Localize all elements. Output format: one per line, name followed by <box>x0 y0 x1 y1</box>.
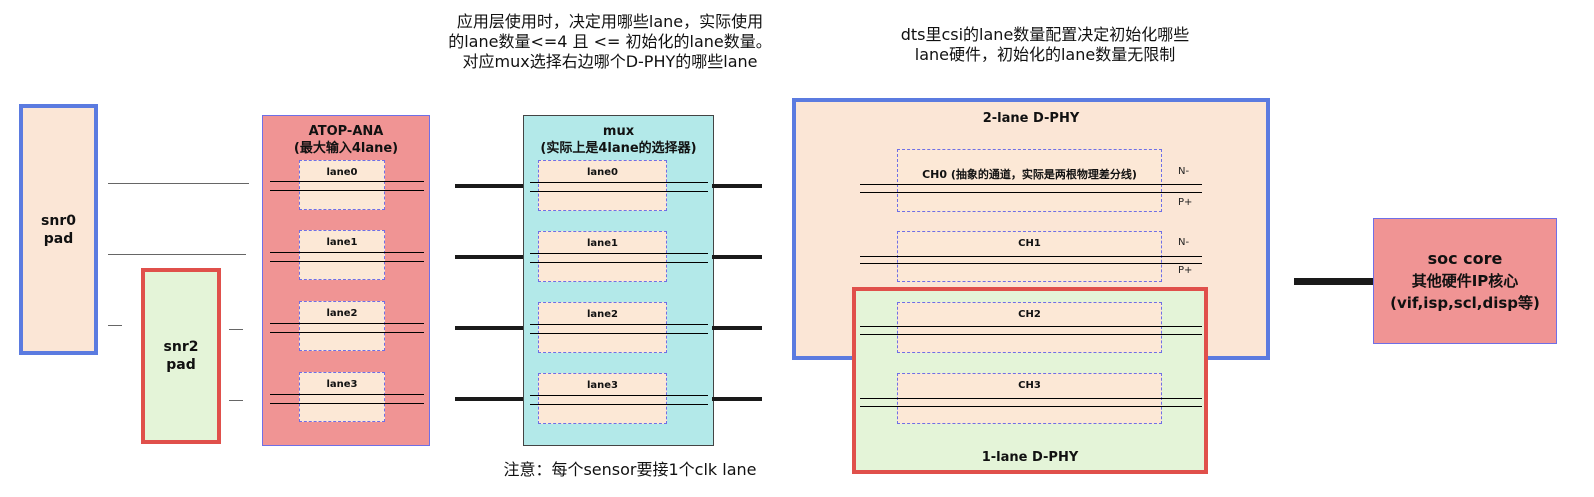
soc-ip-list: (vif,isp,scl,disp等) <box>1390 294 1540 312</box>
soc-title: soc core <box>1427 249 1503 268</box>
mux-wire <box>530 182 708 183</box>
mux-wire <box>530 253 708 254</box>
pin-n-label: N- <box>1178 166 1190 177</box>
dphy-wire <box>860 192 1202 193</box>
mux-subtitle: (实际上是4lane的选择器) <box>540 141 697 156</box>
mux-wire <box>530 262 708 263</box>
atop-lane0: lane0 <box>299 160 385 210</box>
ch3-label: CH3 <box>1018 380 1041 391</box>
bottom-annotation: 注意：每个sensor要接1个clk lane <box>503 460 757 479</box>
snr2-label: snr2 <box>163 339 199 355</box>
dphy-wire <box>860 256 1202 257</box>
atop-mux-link <box>455 255 525 259</box>
dphy-wire <box>860 406 1202 407</box>
connector-line <box>229 329 243 330</box>
snr2-pad: snr2 pad <box>141 268 221 444</box>
connector-line <box>108 254 246 255</box>
atop-wire <box>270 403 424 404</box>
mux-wire <box>530 404 708 405</box>
atop-title: ATOP-ANA <box>308 124 384 139</box>
atop-wire <box>270 323 424 324</box>
snr0-label: snr0 <box>41 212 76 229</box>
annotation-line: 对应mux选择右边哪个D-PHY的哪些lane <box>462 52 758 71</box>
atop-mux-link <box>455 397 525 401</box>
lane-label: lane3 <box>326 379 358 390</box>
atop-wire <box>270 252 424 253</box>
atop-wire <box>270 394 424 395</box>
lane-label: lane1 <box>586 238 619 249</box>
atop-lane1: lane1 <box>299 230 385 280</box>
atop-wire <box>270 332 424 333</box>
dphy-ch2: CH2 <box>897 302 1162 353</box>
atop-wire <box>270 190 424 191</box>
soc-core-block: soc core 其他硬件IP核心 (vif,isp,scl,disp等) <box>1373 218 1557 344</box>
lane-label: lane0 <box>586 167 619 178</box>
atop-subtitle: (最大输入4lane) <box>293 141 399 156</box>
lane-label: lane0 <box>326 167 358 178</box>
connector-line <box>229 400 243 401</box>
dphy-wire <box>860 263 1202 264</box>
lane-label: lane3 <box>586 380 619 391</box>
mux-wire <box>530 324 708 325</box>
atop-lane3: lane3 <box>299 372 385 422</box>
annotation-line: 的lane数量<=4 且 <= 初始化的lane数量。 <box>448 32 772 51</box>
ch1-label: CH1 <box>1018 238 1041 249</box>
atop-wire <box>270 261 424 262</box>
soc-subtitle: 其他硬件IP核心 <box>1411 272 1519 290</box>
mux-dphy-link <box>712 255 762 259</box>
atop-mux-link <box>455 326 525 330</box>
mux-dphy-link <box>712 326 762 330</box>
ch0-label: CH0 (抽象的通道，实际是两根物理差分线) <box>922 168 1137 181</box>
annotation-line: 应用层使用时，决定用哪些lane，实际使用 <box>456 12 764 31</box>
mux-lane1: lane1 <box>538 231 667 282</box>
dphy-wire <box>860 184 1202 185</box>
mux-lane3: lane3 <box>538 373 667 424</box>
top-center-annotation: 应用层使用时，决定用哪些lane，实际使用 的lane数量<=4 且 <= 初始… <box>400 12 820 72</box>
annotation-line: dts里csi的lane数量配置决定初始化哪些 <box>900 25 1190 44</box>
mux-dphy-link <box>712 397 762 401</box>
mux-wire <box>530 333 708 334</box>
annotation-line: lane硬件，初始化的lane数量无限制 <box>914 45 1176 64</box>
dphy-1lane-title: 1-lane D-PHY <box>981 450 1079 465</box>
mux-lane2: lane2 <box>538 302 667 353</box>
lane-label: lane2 <box>586 309 619 320</box>
mux-wire <box>530 395 708 396</box>
dphy-2lane-title: 2-lane D-PHY <box>982 111 1080 126</box>
ch2-label: CH2 <box>1018 309 1041 320</box>
lane-label: lane1 <box>326 237 358 248</box>
snr0-sublabel: pad <box>43 230 74 247</box>
dphy-soc-link <box>1294 278 1374 285</box>
dphy-wire <box>860 334 1202 335</box>
pin-p-label: P+ <box>1178 197 1193 208</box>
mux-wire <box>530 191 708 192</box>
pin-n-label: N- <box>1178 237 1190 248</box>
dphy-wire <box>860 398 1202 399</box>
connector-line <box>108 325 122 326</box>
pin-p-label: P+ <box>1178 265 1193 276</box>
lane-label: lane2 <box>326 308 358 319</box>
snr0-pad: snr0 pad <box>19 104 98 355</box>
atop-wire <box>270 181 424 182</box>
connector-line <box>108 183 249 184</box>
top-right-annotation: dts里csi的lane数量配置决定初始化哪些 lane硬件，初始化的lane数… <box>850 25 1240 65</box>
atop-lane2: lane2 <box>299 301 385 351</box>
mux-dphy-link <box>712 184 762 188</box>
mux-lane0: lane0 <box>538 160 667 211</box>
snr2-sublabel: pad <box>166 357 196 373</box>
atop-mux-link <box>455 184 525 188</box>
mux-title: mux <box>602 124 635 139</box>
dphy-ch0: CH0 (抽象的通道，实际是两根物理差分线) <box>897 149 1162 212</box>
dphy-wire <box>860 326 1202 327</box>
